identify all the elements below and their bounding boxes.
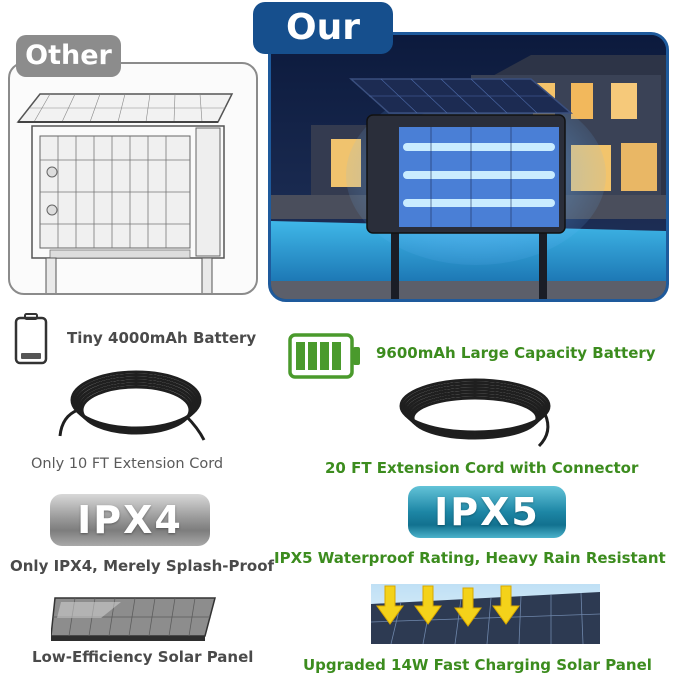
low-efficiency-solar-panel-image (51, 597, 216, 641)
right-solar-label: Upgraded 14W Fast Charging Solar Panel (303, 656, 652, 674)
right-battery-label: 9600mAh Large Capacity Battery (376, 344, 656, 362)
other-product-image (8, 62, 258, 295)
night-zapper-illustration (271, 35, 666, 299)
ipx5-badge: IPX5 (408, 486, 566, 538)
our-badge: Our (253, 2, 393, 54)
other-badge: Other (16, 35, 121, 77)
sketch-zapper-illustration (16, 93, 234, 293)
right-cord-label: 20 FT Extension Cord with Connector (325, 459, 639, 477)
fast-charging-solar-panel-image (371, 584, 600, 644)
battery-full-icon (288, 333, 360, 379)
left-battery-label: Tiny 4000mAh Battery (67, 329, 257, 347)
our-product-image (268, 32, 669, 302)
left-solar-label: Low-Efficiency Solar Panel (32, 648, 254, 666)
left-waterproof-label: Only IPX4, Merely Splash-Proof (10, 557, 275, 575)
battery-low-icon (14, 313, 48, 365)
right-waterproof-label: IPX5 Waterproof Rating, Heavy Rain Resis… (274, 549, 666, 567)
ipx4-badge: IPX4 (50, 494, 210, 546)
cable-coil-icon (58, 370, 206, 441)
left-cord-label: Only 10 FT Extension Cord (31, 456, 224, 472)
cable-coil-icon (399, 378, 551, 448)
